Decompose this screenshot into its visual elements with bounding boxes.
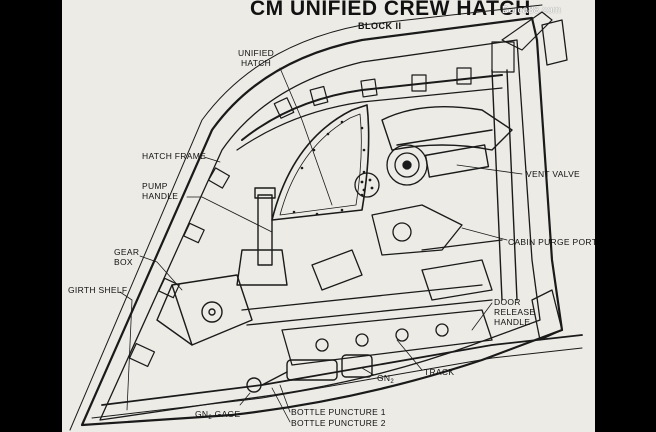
top-latch-rail — [241, 74, 503, 141]
label-door-release-handle: DOOR RELEASE HANDLE — [494, 297, 535, 327]
pump-handle-assembly — [236, 187, 288, 286]
lower-mechanisms — [241, 249, 493, 366]
label-pump-handle-line2: HANDLE — [142, 191, 179, 201]
gn2-bottles — [246, 354, 373, 393]
label-pump-handle-line1: PUMP — [142, 181, 168, 191]
cabin-purge-assembly — [371, 204, 503, 256]
label-track: TRACK — [424, 367, 455, 377]
label-gear-box-line2: BOX — [114, 257, 133, 267]
label-unified-hatch-line1: UNIFIED — [238, 48, 275, 58]
right-hinge — [531, 19, 568, 341]
label-bottle-puncture-2: BOTTLE PUNCTURE 2 — [291, 418, 386, 428]
label-cabin-purge-port: CABIN PURGE PORT — [508, 237, 595, 247]
girth-shelf — [101, 334, 583, 406]
gear-box-assembly — [156, 274, 253, 346]
label-girth-shelf: GIRTH SHELF — [68, 285, 128, 295]
left-edge-latches — [128, 167, 231, 368]
label-gn2-gage: GN2 GAGE — [195, 409, 241, 421]
hatch-window-inner — [279, 113, 362, 216]
top-latches — [273, 11, 553, 119]
label-pump-handle: PUMP HANDLE — [142, 181, 178, 201]
label-hatch-frame: HATCH FRAME — [142, 151, 207, 161]
diagram-subtitle: BLOCK II — [358, 21, 402, 31]
label-gear-box-line1: GEAR — [114, 247, 140, 257]
hatch-frame-edge — [69, 4, 543, 431]
label-unified-hatch-line2: HATCH — [240, 58, 272, 68]
label-gn2: GN2 — [377, 373, 394, 385]
label-door-release-line3: HANDLE — [494, 317, 531, 327]
hatch-window — [271, 104, 370, 221]
label-gear-box: GEAR BOX — [114, 247, 139, 267]
leader-lines — [119, 67, 523, 423]
diagram-sheet: CM UNIFIED CREW HATCH BLOCK II Borca88.c… — [62, 0, 595, 432]
label-bottle-puncture-1: BOTTLE PUNCTURE 1 — [291, 407, 386, 417]
label-vent-valve: VENT VALVE — [526, 169, 581, 179]
vent-valve-assembly — [354, 144, 428, 198]
label-door-release-line1: DOOR — [494, 297, 521, 307]
label-door-release-line2: RELEASE — [494, 307, 536, 317]
window-bolts — [292, 120, 366, 216]
watermark: Borca88.com — [502, 5, 561, 16]
label-unified-hatch: UNIFIED HATCH — [238, 48, 274, 68]
hatch-frame-inner — [99, 39, 541, 421]
hatch-illustration — [69, 4, 583, 431]
diagram-title: CM UNIFIED CREW HATCH — [250, 0, 531, 20]
hatch-frame-outline — [80, 16, 564, 427]
